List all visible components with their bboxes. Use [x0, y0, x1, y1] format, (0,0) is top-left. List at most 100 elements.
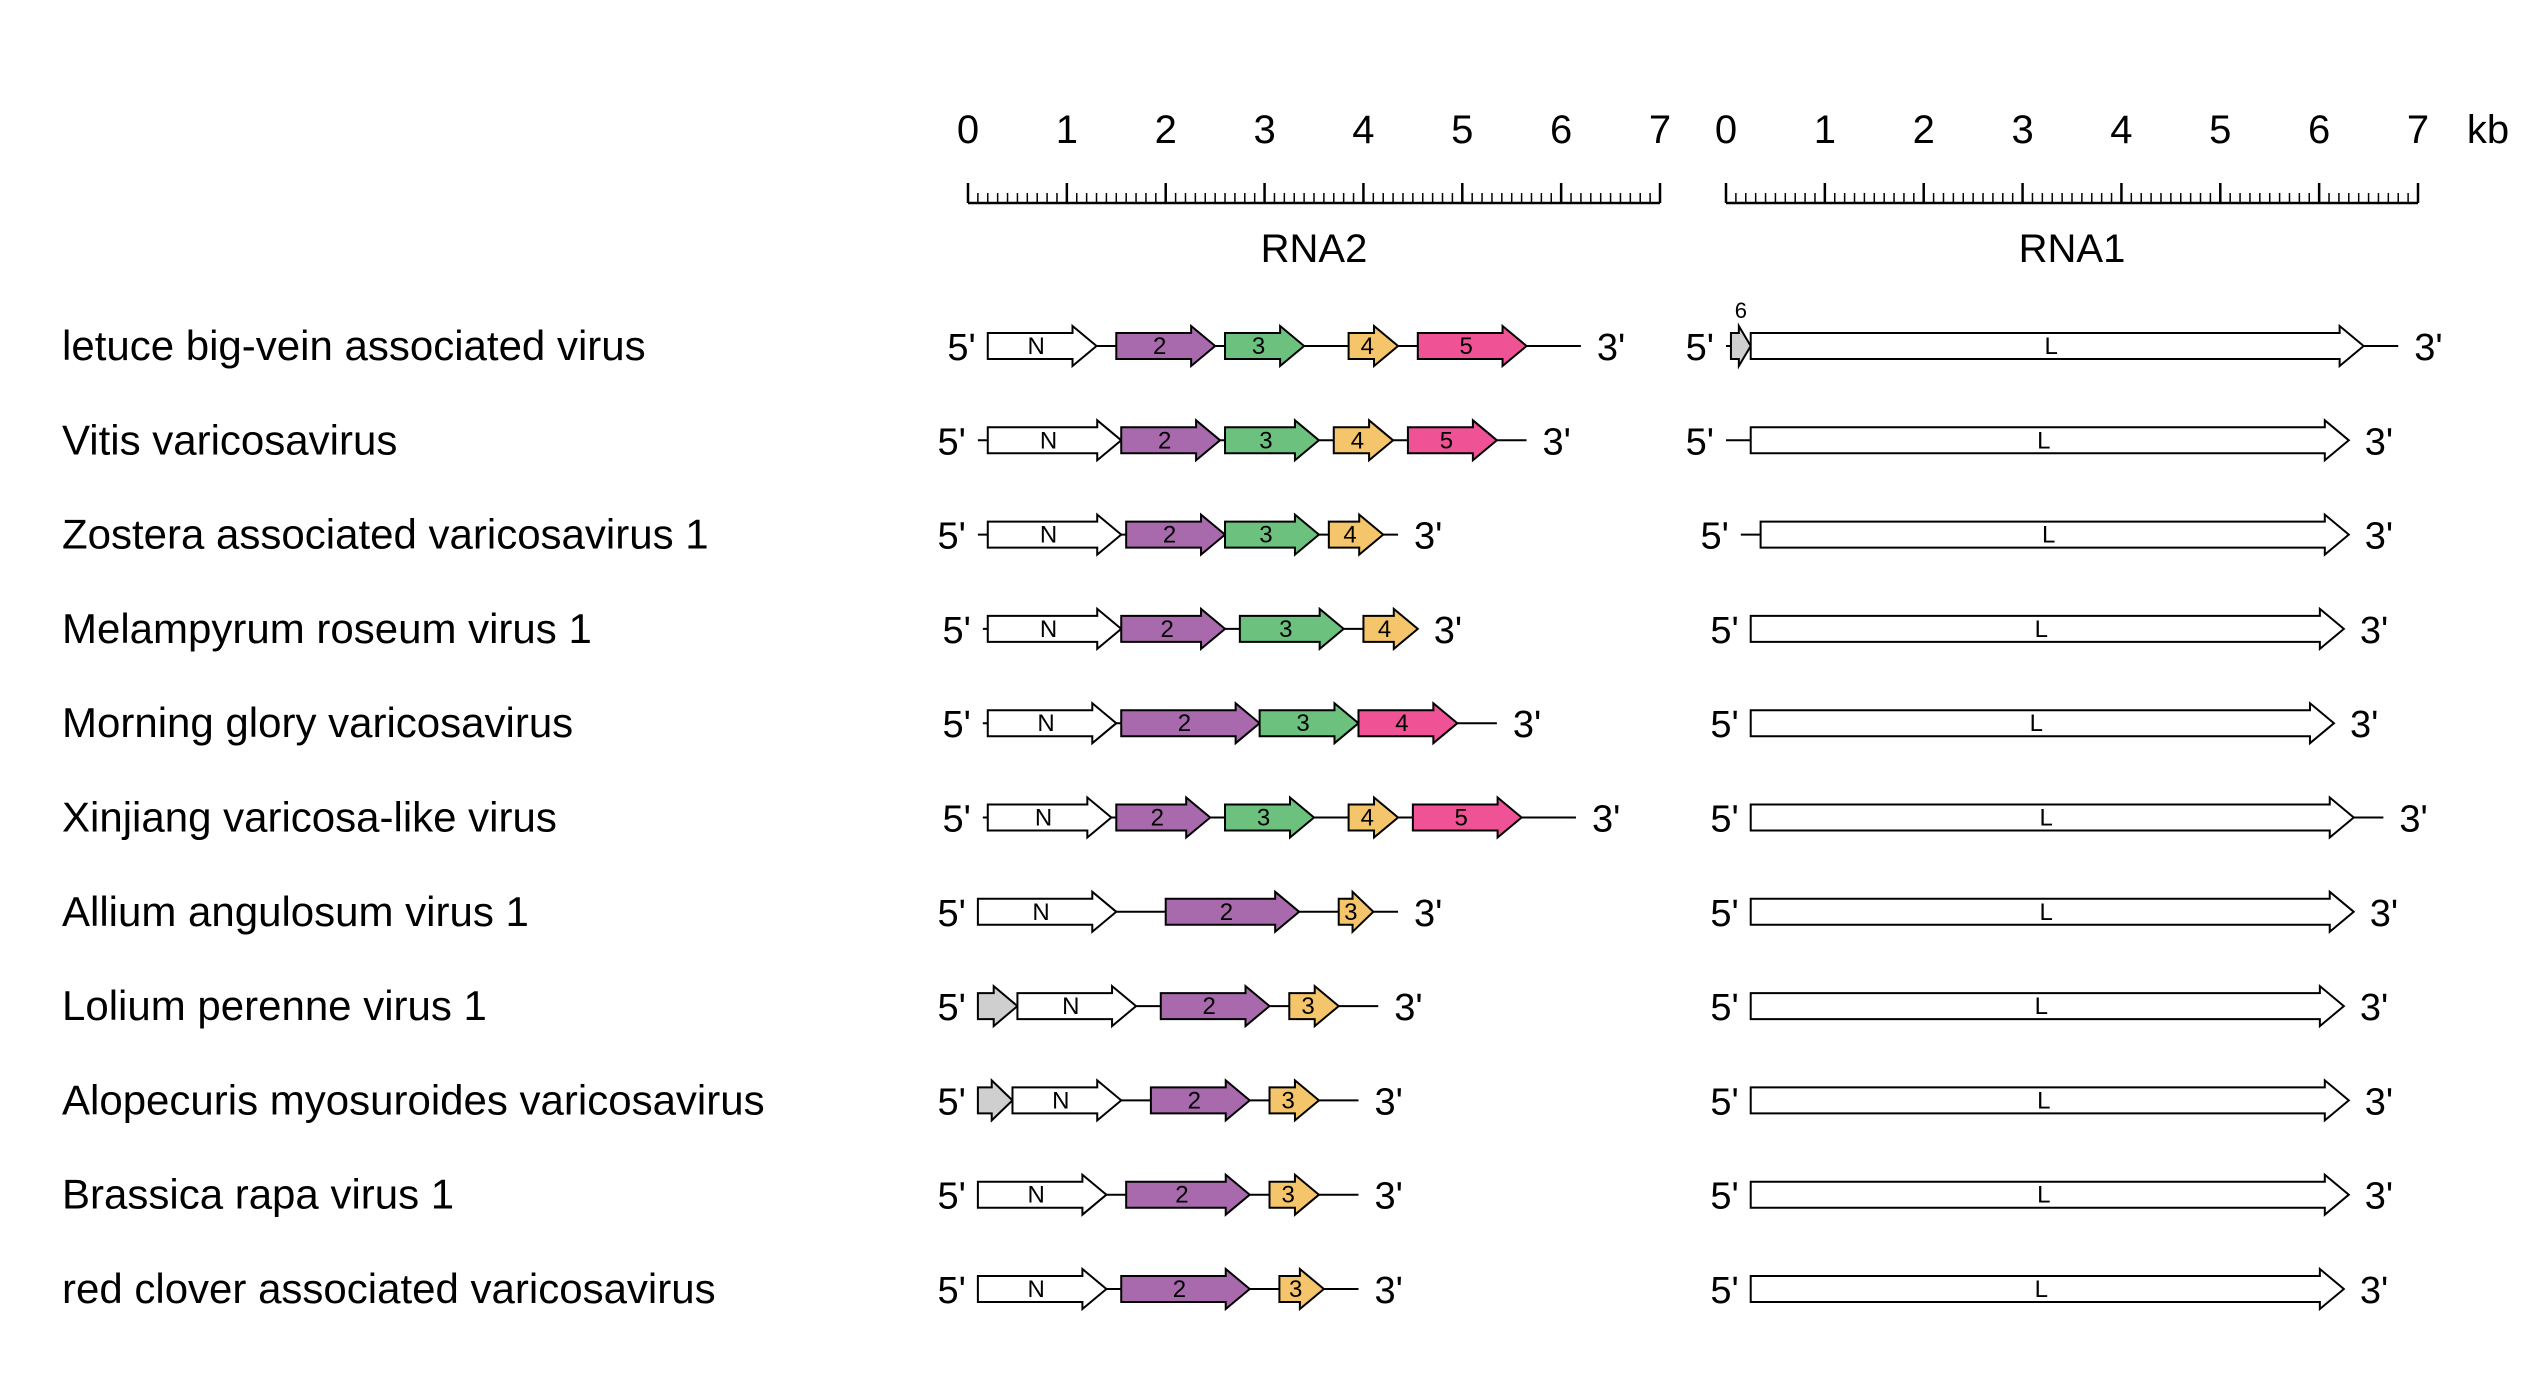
five-prime-label: 5': [942, 610, 970, 652]
three-prime-label: 3': [2360, 1270, 2388, 1312]
orf-arrow: [1120, 701, 1262, 746]
virus-name: Morning glory varicosavirus: [62, 699, 573, 746]
scale-tick-label: 6: [1550, 108, 1572, 152]
orf-arrow: [976, 1266, 1108, 1312]
scale-tick-label: 3: [1253, 108, 1275, 152]
virus-name: Alopecuris myosuroides varicosavirus: [62, 1076, 765, 1123]
orf-arrow: [976, 983, 1019, 1029]
three-prime-label: 3': [1434, 610, 1462, 652]
orf-label: N: [1062, 993, 1079, 1020]
three-prime-label: 3': [1374, 1270, 1402, 1312]
orf-arrow: [1115, 795, 1212, 840]
orf-arrow: [1288, 983, 1341, 1029]
orf-label: N: [1040, 427, 1057, 454]
orf-arrow: [1120, 418, 1222, 463]
orf-arrow: [1327, 512, 1385, 557]
orf-label: 3: [1257, 805, 1270, 832]
five-prime-label: 5': [1700, 516, 1728, 558]
orf-label: L: [2035, 993, 2048, 1020]
orf-label: L: [2035, 1276, 2048, 1303]
orf-label: L: [2040, 805, 2053, 832]
orf-arrow: [986, 512, 1123, 557]
virus-name: letuce big-vein associated virus: [62, 322, 646, 369]
orf-arrow: [976, 889, 1118, 934]
orf-label: L: [2037, 1182, 2050, 1209]
orf-label: 2: [1163, 522, 1176, 549]
orf-arrow: [1749, 418, 2351, 463]
orf-arrow: [986, 606, 1123, 652]
orf-arrow: [1749, 323, 2366, 369]
three-prime-label: 3': [2360, 610, 2388, 652]
orf-label: 4: [1395, 710, 1408, 737]
orf-arrow: [1749, 1266, 2346, 1312]
orf-label: L: [2035, 616, 2048, 643]
three-prime-label: 3': [2399, 799, 2427, 841]
orf-arrow: [1749, 983, 2346, 1029]
orf-arrow: [1411, 795, 1524, 840]
orf-arrow: [1749, 889, 2356, 934]
scale-tick-label: 0: [957, 108, 979, 152]
orf-label: N: [1027, 333, 1044, 360]
scale-tick-label: 0: [1715, 108, 1737, 152]
orf-label: 2: [1158, 427, 1171, 454]
orf-label: L: [2040, 899, 2053, 926]
orf-arrow: [1224, 795, 1316, 840]
orf-label: N: [1032, 899, 1049, 926]
orf-label: L: [2030, 710, 2043, 737]
orf-label: 3: [1282, 1182, 1295, 1209]
orf-label: 3: [1259, 427, 1272, 454]
scale-tick-label: 5: [1451, 108, 1473, 152]
five-prime-label: 5': [1710, 704, 1738, 746]
scale-tick-label: 7: [1649, 108, 1671, 152]
three-prime-label: 3': [2414, 327, 2442, 369]
three-prime-label: 3': [2365, 1081, 2393, 1123]
orf-label: L: [2044, 333, 2057, 360]
three-prime-label: 3': [1374, 1081, 1402, 1123]
orf-label: 3: [1252, 333, 1265, 360]
orf-label: 2: [1178, 710, 1191, 737]
virus-name: Vitis varicosavirus: [62, 416, 397, 463]
five-prime-label: 5': [1710, 1081, 1738, 1123]
scale-tick-label: 6: [2308, 108, 2330, 152]
scale-tick-label: 2: [1155, 108, 1177, 152]
three-prime-label: 3': [2370, 893, 2398, 935]
orf-label: N: [1040, 522, 1057, 549]
orf-arrow: [1749, 795, 2356, 840]
scale-unit-label: kb: [2467, 108, 2509, 152]
orf-arrow: [1406, 418, 1499, 463]
three-prime-label: 3': [2365, 421, 2393, 463]
orf-label: 3: [1289, 1276, 1302, 1303]
orf-label: 2: [1160, 616, 1173, 643]
scale-tick-label: 5: [2209, 108, 2231, 152]
three-prime-label: 3': [1597, 327, 1625, 369]
five-prime-label: 5': [937, 1176, 965, 1218]
three-prime-label: 3': [1513, 704, 1541, 746]
scale-tick-label: 1: [1056, 108, 1078, 152]
five-prime-label: 5': [1710, 610, 1738, 652]
scale-tick-label: 7: [2407, 108, 2429, 152]
orf-arrow: [1125, 512, 1227, 557]
orf-arrow: [1749, 1078, 2351, 1123]
orf-arrow: [1115, 323, 1217, 369]
virus-name: Lolium perenne virus 1: [62, 982, 487, 1029]
virus-name: Allium angulosum virus 1: [62, 888, 529, 935]
virus-name: Zostera associated varicosavirus 1: [62, 511, 709, 558]
orf-arrow: [1347, 795, 1400, 840]
five-prime-label: 5': [1686, 421, 1714, 463]
orf-label: N: [1035, 805, 1052, 832]
orf-arrow: [1016, 983, 1138, 1029]
